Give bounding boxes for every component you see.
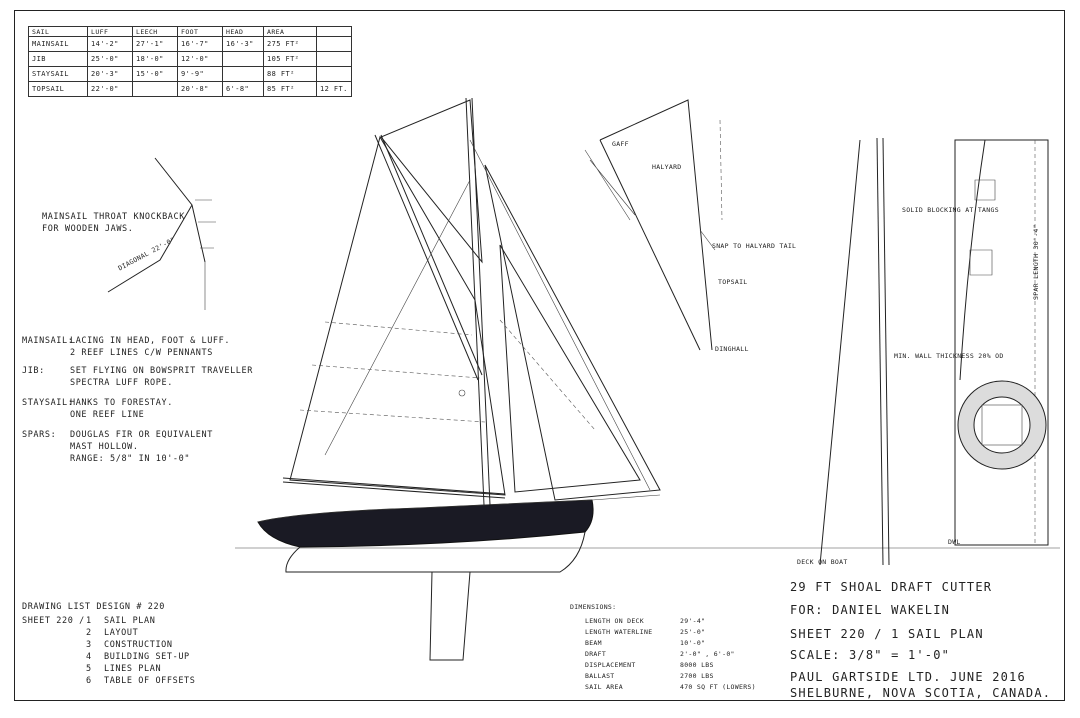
dimensions-heading: Dimensions: bbox=[570, 603, 617, 611]
dimension-label: Ballast bbox=[585, 672, 615, 680]
table-cell: 85 ft² bbox=[263, 81, 317, 97]
topsail-detail-label: Dinghall bbox=[715, 345, 749, 353]
topsail bbox=[380, 99, 483, 264]
table-row: Staysail 20'-3" 15'-0" 9'-9" 88 ft² bbox=[28, 66, 352, 82]
dimension-label: Displacement bbox=[585, 661, 636, 669]
note-line: 2 reef lines c/w pennants bbox=[70, 348, 213, 358]
drawing-list-no: 5 bbox=[86, 664, 92, 674]
topsail-detail-label: Snap to halyard tail bbox=[712, 242, 797, 250]
dimension-value: 29'-4" bbox=[680, 617, 706, 625]
drawing-list-item: Lines plan bbox=[104, 664, 162, 674]
dimension-label: Beam bbox=[585, 639, 602, 647]
dimension-label: Length waterline bbox=[585, 628, 653, 636]
title-line: 29 ft Shoal Draft Cutter bbox=[790, 580, 993, 594]
table-cell: 12 ft. bbox=[316, 81, 352, 97]
table-cell: 6'-8" bbox=[222, 81, 264, 97]
note-line: One reef line bbox=[70, 410, 145, 420]
drawing-list-no: 2 bbox=[86, 628, 92, 638]
note-line: Range: 5/8" in 10'-0" bbox=[70, 454, 191, 464]
dimension-label: Length on deck bbox=[585, 617, 644, 625]
note-line: Hanks to forestay. bbox=[70, 398, 173, 408]
drawing-list-item: Sail plan bbox=[104, 616, 156, 626]
mast-detail bbox=[819, 137, 1049, 566]
drawing-list-no: 6 bbox=[86, 676, 92, 686]
table-row: Mainsail 14'-2" 27'-1" 16'-7" 16'-3" 275… bbox=[28, 36, 352, 52]
table-cell: 105 ft² bbox=[263, 51, 317, 67]
mast-detail-label: Deck on boat bbox=[797, 558, 848, 566]
note-label: Mainsail: bbox=[22, 336, 74, 346]
mast-detail-label: Solid blocking at tangs bbox=[902, 206, 999, 214]
drawing-list-item: Table of offsets bbox=[104, 676, 196, 686]
drawing-list-item: Layout bbox=[104, 628, 139, 638]
dimension-label: Sail area bbox=[585, 683, 623, 691]
dimension-value: 470 sq ft (lowers) bbox=[680, 683, 756, 691]
note-line: Set flying on bowsprit traveller bbox=[70, 366, 253, 376]
sheet-border bbox=[14, 10, 1065, 701]
note-line: mast hollow. bbox=[70, 442, 139, 452]
dimension-label: Draft bbox=[585, 650, 607, 658]
title-line: Sheet 220 / 1 Sail Plan bbox=[790, 627, 984, 641]
mast-detail-label: DWL bbox=[948, 538, 961, 546]
throat-knockback-sketch bbox=[107, 157, 216, 310]
knockback-note-line: for wooden jaws. bbox=[42, 224, 134, 234]
dimension-value: 2700 lbs bbox=[680, 672, 714, 680]
hull bbox=[257, 494, 661, 661]
dimension-value: 10'-0" bbox=[680, 639, 706, 647]
drawing-list-item: Building set-up bbox=[104, 652, 190, 662]
title-line: Scale: 3/8" = 1'-0" bbox=[790, 648, 951, 662]
topsail-detail-label: Gaff bbox=[612, 140, 629, 148]
note-label: Staysail: bbox=[22, 398, 74, 408]
knockback-note-line: Mainsail throat knockback bbox=[42, 212, 185, 222]
note-line: Lacing in head, foot & luff. bbox=[70, 336, 231, 346]
topsail-detail-label: Halyard bbox=[652, 163, 682, 171]
drawing-list-heading: Drawing list Design # 220 bbox=[22, 602, 165, 612]
note-label: Jib: bbox=[22, 366, 45, 376]
drawing-list-no: 4 bbox=[86, 652, 92, 662]
drawing-list-sheet: Sheet 220 / bbox=[22, 616, 85, 626]
mast-detail-label: Spar length 30'-4" bbox=[1032, 224, 1040, 300]
title-line: For: Daniel Wakelin bbox=[790, 603, 951, 617]
topsail-detail bbox=[584, 99, 723, 351]
sail-dimension-table: Sail Luff Leech Foot Head Area Mainsail … bbox=[28, 26, 352, 97]
mast-and-spars bbox=[282, 97, 506, 506]
drawing-list-no: 1 bbox=[86, 616, 92, 626]
dimension-value: 8000 lbs bbox=[680, 661, 714, 669]
table-row: Topsail 22'-0" 20'-8" 6'-8" 85 ft² 12 ft… bbox=[28, 81, 352, 97]
note-line: spectra luff rope. bbox=[70, 378, 173, 388]
dimension-value: 25'-0" bbox=[680, 628, 706, 636]
mast-detail-label: Min. wall thickness 20% OD bbox=[894, 352, 1004, 360]
dimension-value: 2'-0" , 6'-0" bbox=[680, 650, 735, 658]
topsail-detail-label: Topsail bbox=[718, 278, 748, 286]
mainsail bbox=[289, 135, 506, 496]
note-label: Spars: bbox=[22, 430, 57, 440]
title-line: Shelburne, Nova Scotia, Canada. bbox=[790, 686, 1052, 700]
title-line: Paul Gartside Ltd. June 2016 bbox=[790, 670, 1026, 684]
headsails bbox=[324, 139, 661, 501]
note-line: Douglas fir or equivalent bbox=[70, 430, 213, 440]
drawing-list-no: 3 bbox=[86, 640, 92, 650]
drawing-list-item: Construction bbox=[104, 640, 173, 650]
